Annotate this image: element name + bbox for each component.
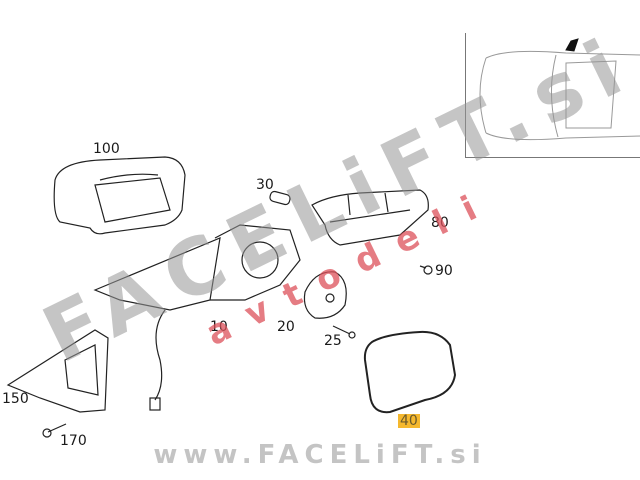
- part-label-90: 90: [435, 263, 453, 279]
- part-30-bulb: [269, 190, 291, 206]
- part-80-housing: [311, 189, 429, 246]
- part-label-10: 10: [210, 319, 228, 335]
- part-10-housing: [93, 224, 301, 411]
- part-20-plate: [303, 271, 347, 319]
- part-label-170: 170: [60, 433, 87, 449]
- footer-watermark: www.FACELiFT.si: [153, 440, 487, 470]
- part-150-base: [6, 329, 109, 413]
- part-40-glass: [363, 330, 457, 414]
- part-100-cover: [53, 156, 186, 235]
- part-label-40-highlighted: 40: [398, 413, 420, 429]
- part-label-25: 25: [324, 333, 342, 349]
- part-label-30: 30: [256, 177, 274, 193]
- part-label-20: 20: [277, 319, 295, 335]
- mirror-location-marker: [565, 38, 579, 52]
- part-label-150: 150: [2, 391, 29, 407]
- part-label-80: 80: [431, 215, 449, 231]
- part-170-bolt: [42, 423, 67, 438]
- part-label-100: 100: [93, 141, 120, 157]
- part-90-screw: [419, 265, 433, 275]
- part-25-bolt: [332, 325, 356, 339]
- car-location-inset: [465, 33, 640, 158]
